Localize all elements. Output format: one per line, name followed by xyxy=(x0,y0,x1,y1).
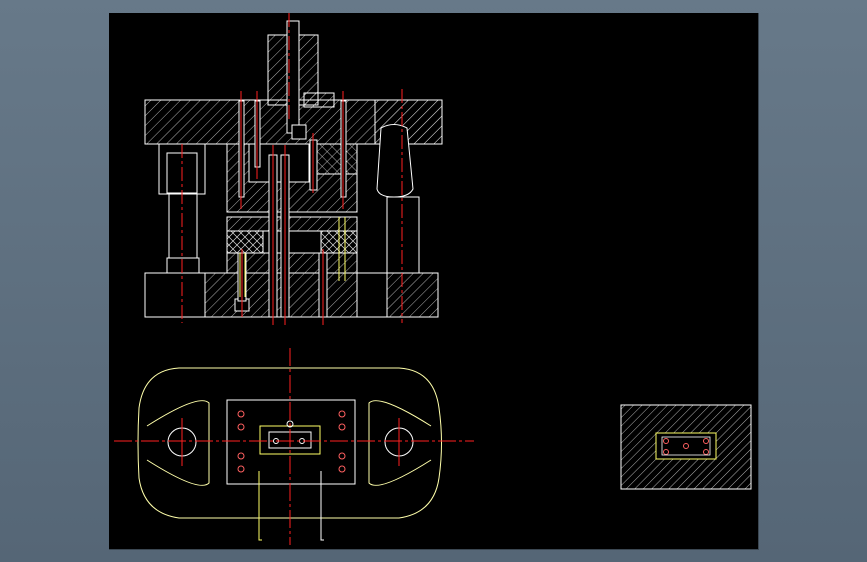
right-guide-post xyxy=(386,196,420,274)
front-section-view xyxy=(144,13,443,325)
die-block xyxy=(226,399,356,485)
part-detail-view xyxy=(620,404,752,490)
stripper-plate xyxy=(226,216,358,232)
die-outline xyxy=(137,367,442,519)
cad-drawing xyxy=(114,13,752,545)
drawing-canvas[interactable] xyxy=(109,13,759,550)
rubber-spring-left xyxy=(226,230,264,254)
plan-view xyxy=(114,348,474,545)
